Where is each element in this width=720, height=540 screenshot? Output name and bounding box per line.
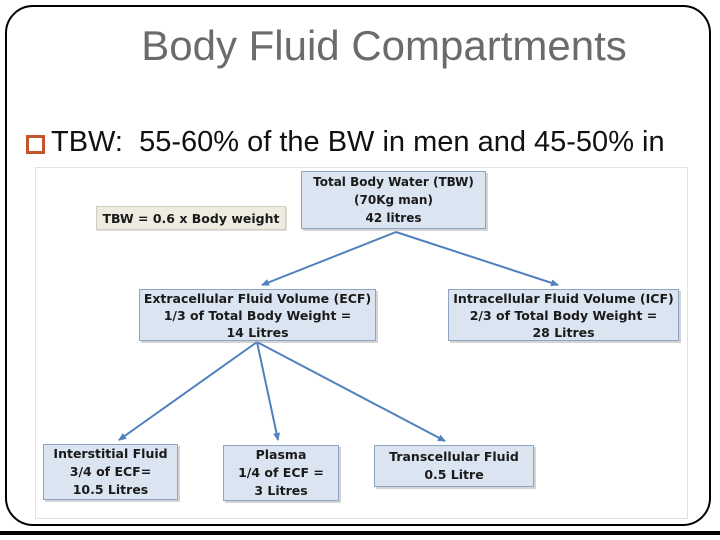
body-fluid-diagram: TBW = 0.6 x Body weight Total Body Water… [35,167,688,519]
tbw-formula-box: TBW = 0.6 x Body weight [96,206,286,230]
node-line: Total Body Water (TBW) [313,175,474,189]
node-line: Plasma [255,447,307,462]
node-plasma: Plasma 1/4 of ECF = 3 Litres [223,445,339,501]
node-line: 2/3 of Total Body Weight = [469,307,658,323]
bottom-edge-bar [0,531,720,535]
arrow-tbw-to-ecf [261,231,397,286]
diagram-arrows [118,231,559,442]
node-line: 1/3 of Total Body Weight = [163,307,352,323]
node-total-body-water: Total Body Water (TBW) (70Kg man) 42 lit… [301,171,486,229]
node-line: 1/4 of ECF = [238,465,324,480]
bullet-text: TBW: 55-60% of the BW in men and 45-50% … [51,126,665,158]
node-line: 3/4 of ECF= [69,464,152,479]
node-extracellular-fluid: Extracellular Fluid Volume (ECF) 1/3 of … [139,289,376,341]
node-intracellular-fluid: Intracellular Fluid Volume (ICF) 2/3 of … [448,289,679,341]
node-line: Extracellular Fluid Volume (ECF) [143,290,372,306]
node-line: 14 Litres [226,324,289,340]
node-interstitial-fluid: Interstitial Fluid 3/4 of ECF= 10.5 Litr… [43,444,178,500]
node-line: 28 Litres [532,324,595,340]
node-line: (70Kg man) [354,193,433,207]
arrow-tbw-to-icf [395,231,559,287]
node-line: 10.5 Litres [72,482,149,497]
node-line: 42 litres [365,211,422,225]
slide-title: Body Fluid Compartments [141,22,627,69]
square-bullet-icon [26,135,45,154]
node-line: Interstitial Fluid [53,446,168,461]
arrow-ecf-to-transcellular [256,341,446,442]
arrow-ecf-to-plasma [256,341,280,441]
arrow-ecf-to-interstitial [118,341,258,441]
node-line: 0.5 Litre [424,467,484,482]
node-line: Intracellular Fluid Volume (ICF) [453,290,674,306]
node-transcellular-fluid: Transcellular Fluid 0.5 Litre [374,445,534,487]
bullet-line: TBW: 55-60% of the BW in men and 45-50% … [26,126,665,159]
node-line: Transcellular Fluid [389,449,519,464]
node-line: 3 Litres [254,483,308,498]
